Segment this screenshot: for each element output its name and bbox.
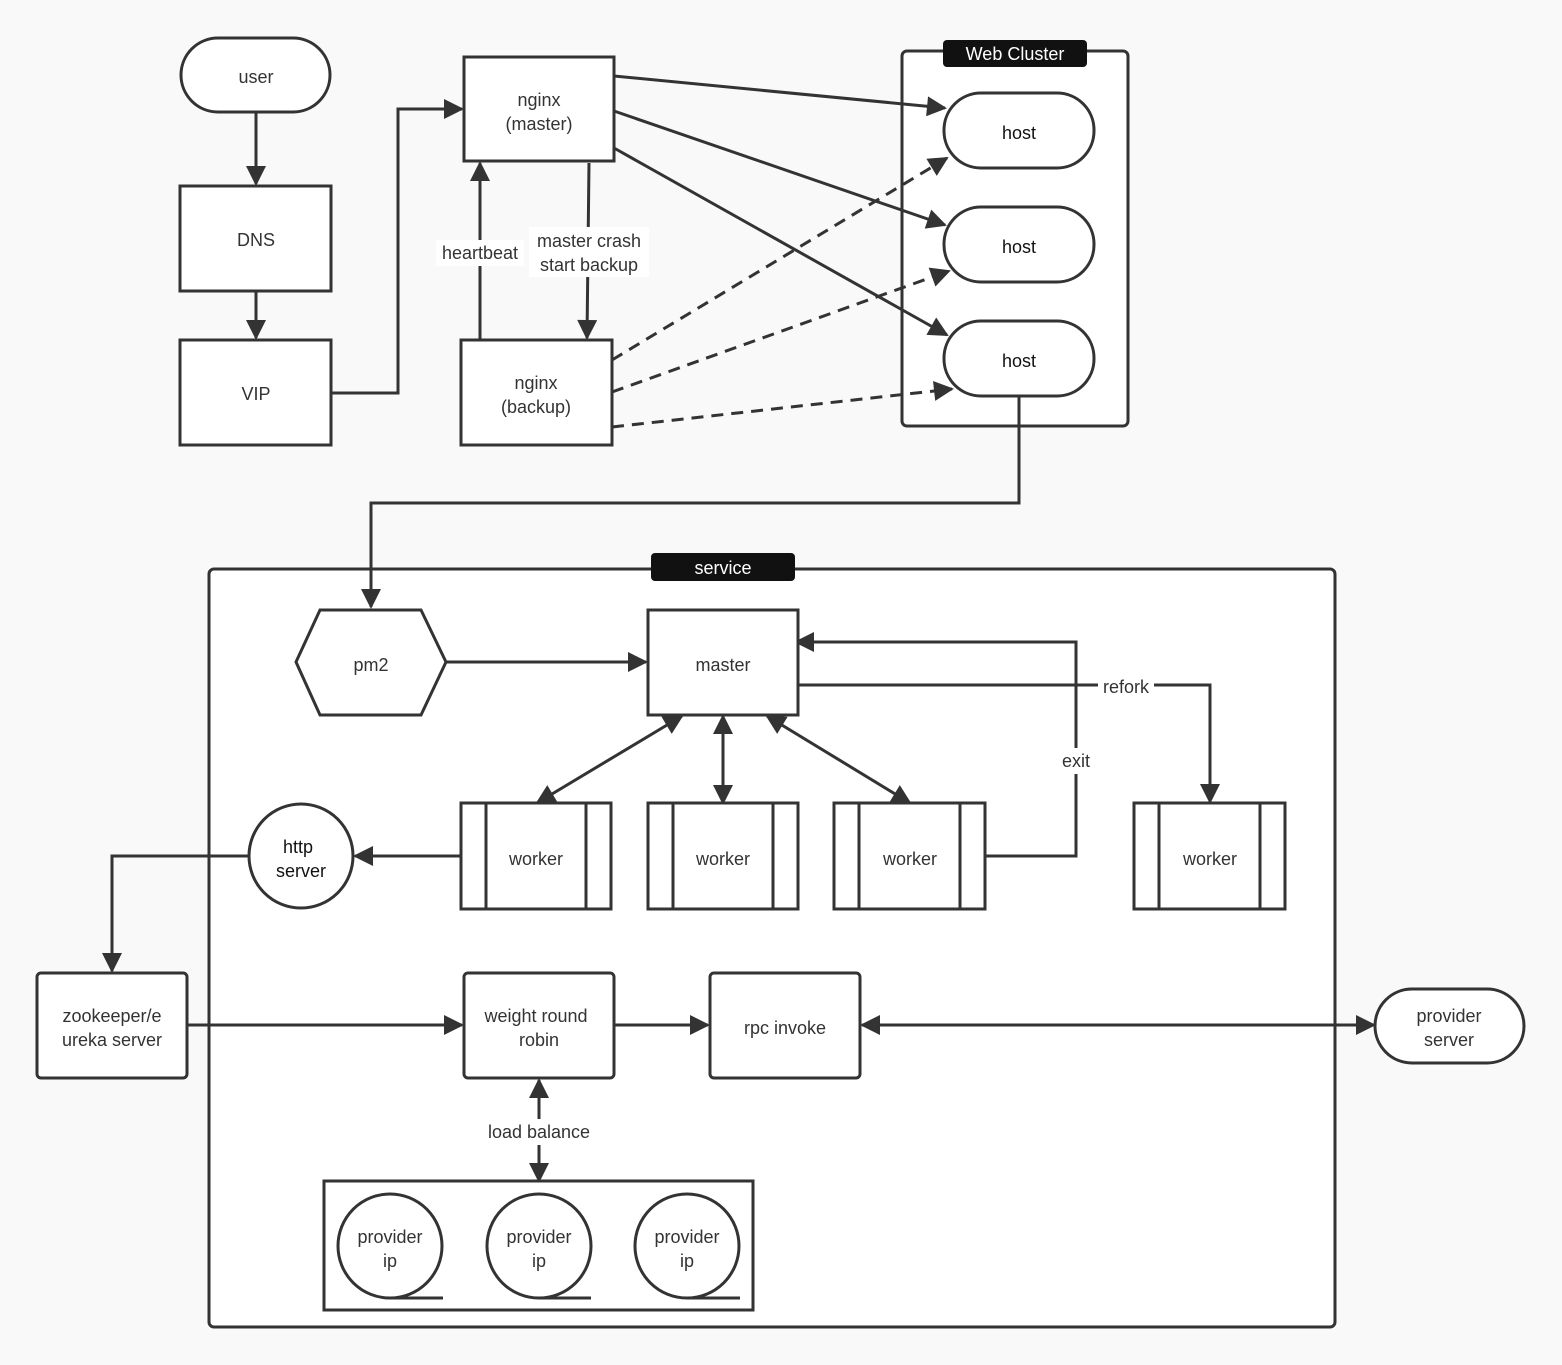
node-pm2[interactable]: pm2 — [294, 608, 448, 717]
edge-label-heartbeat: heartbeat — [442, 243, 518, 263]
node-nginx-backup-label-2: (backup) — [501, 397, 571, 417]
edge-label-exit: exit — [1062, 751, 1090, 771]
node-worker-1-label: worker — [508, 849, 563, 869]
node-provider-ip-2-label-2: ip — [532, 1251, 546, 1271]
node-pm2-label: pm2 — [353, 655, 388, 675]
web-cluster-tag — [943, 40, 1087, 67]
node-vip[interactable]: VIP — [178, 338, 333, 447]
node-nginx-backup[interactable]: nginx (backup) — [459, 338, 614, 447]
node-dns-label: DNS — [237, 230, 275, 250]
node-host-1[interactable]: host — [942, 91, 1096, 170]
node-wrr-label-1: weight round — [483, 1006, 587, 1026]
node-provider-ip-3-label-2: ip — [680, 1251, 694, 1271]
edge-vip-nginx-master — [331, 99, 464, 395]
node-master[interactable]: master — [646, 608, 800, 717]
node-zookeeper[interactable]: zookeeper/e ureka server — [35, 971, 189, 1080]
service-title: service — [694, 558, 751, 578]
node-host-1-label: host — [1002, 123, 1036, 143]
edge-master-worker1 — [535, 714, 684, 805]
node-dns[interactable]: DNS — [178, 184, 333, 293]
node-http-server-label-1: http — [283, 837, 313, 857]
node-nginx-master-label-2: (master) — [506, 114, 573, 134]
node-provider-ip-2-label-1: provider — [506, 1227, 571, 1247]
edge-http-zookeeper — [102, 854, 248, 973]
node-worker-4-label: worker — [1182, 849, 1237, 869]
edge-label-master-crash-line1: master crash — [537, 231, 641, 251]
node-provider-ip-3-label-1: provider — [654, 1227, 719, 1247]
node-worker-2[interactable]: worker — [646, 801, 800, 911]
node-host-3[interactable]: host — [942, 319, 1096, 398]
node-zookeeper-label-1: zookeeper/e — [62, 1006, 161, 1026]
edge-label-refork: refork — [1103, 677, 1150, 697]
node-zookeeper-label-2: ureka server — [62, 1030, 162, 1050]
node-host-2[interactable]: host — [942, 205, 1096, 284]
edge-refork — [796, 683, 1220, 804]
node-worker-2-label: worker — [695, 849, 750, 869]
service-edges — [102, 632, 1376, 1183]
node-master-label: master — [695, 655, 750, 675]
edge-backup-host2 — [611, 267, 951, 394]
edge-master-host1 — [613, 74, 947, 117]
node-nginx-backup-label-1: nginx — [514, 373, 557, 393]
node-rpc-invoke[interactable]: rpc invoke — [708, 971, 862, 1080]
edge-host-pm2 — [361, 396, 1021, 609]
edge-backup-host3 — [611, 381, 954, 429]
node-weight-round-robin[interactable]: weight round robin — [462, 971, 616, 1080]
node-rpc-invoke-label: rpc invoke — [744, 1018, 826, 1038]
edge-master-host2 — [613, 109, 947, 229]
node-host-2-label: host — [1002, 237, 1036, 257]
node-worker-4[interactable]: worker — [1132, 801, 1287, 911]
service-tag — [651, 553, 795, 581]
node-http-server[interactable]: http server — [247, 802, 355, 910]
node-http-server-label-2: server — [276, 861, 326, 881]
node-nginx-master[interactable]: nginx (master) — [462, 55, 616, 163]
node-nginx-master-label-1: nginx — [517, 90, 560, 110]
node-provider-ip-2[interactable]: provider ip — [485, 1192, 593, 1300]
top-edges — [246, 74, 1021, 609]
node-provider-server-label-2: server — [1424, 1030, 1474, 1050]
node-provider-ip-3[interactable]: provider ip — [633, 1192, 741, 1300]
edge-master-worker3 — [765, 714, 912, 805]
edge-master-host3 — [613, 146, 949, 337]
node-worker-1[interactable]: worker — [459, 801, 613, 911]
node-user-label: user — [238, 67, 273, 87]
node-provider-ip-1[interactable]: provider ip — [336, 1192, 444, 1300]
node-worker-3-label: worker — [882, 849, 937, 869]
node-host-3-label: host — [1002, 351, 1036, 371]
edge-label-load-balance: load balance — [488, 1122, 590, 1142]
node-vip-label: VIP — [241, 384, 270, 404]
web-cluster-title: Web Cluster — [966, 44, 1065, 64]
node-provider-server-label-1: provider — [1416, 1006, 1481, 1026]
node-worker-3[interactable]: worker — [832, 801, 987, 911]
edge-backup-host1 — [611, 156, 949, 362]
edge-label-master-crash-line2: start backup — [540, 255, 638, 275]
node-provider-ip-1-label-1: provider — [357, 1227, 422, 1247]
node-wrr-label-2: robin — [519, 1030, 559, 1050]
node-provider-ip-1-label-2: ip — [383, 1251, 397, 1271]
node-provider-server[interactable]: provider server — [1373, 987, 1526, 1065]
node-user[interactable]: user — [179, 36, 332, 114]
